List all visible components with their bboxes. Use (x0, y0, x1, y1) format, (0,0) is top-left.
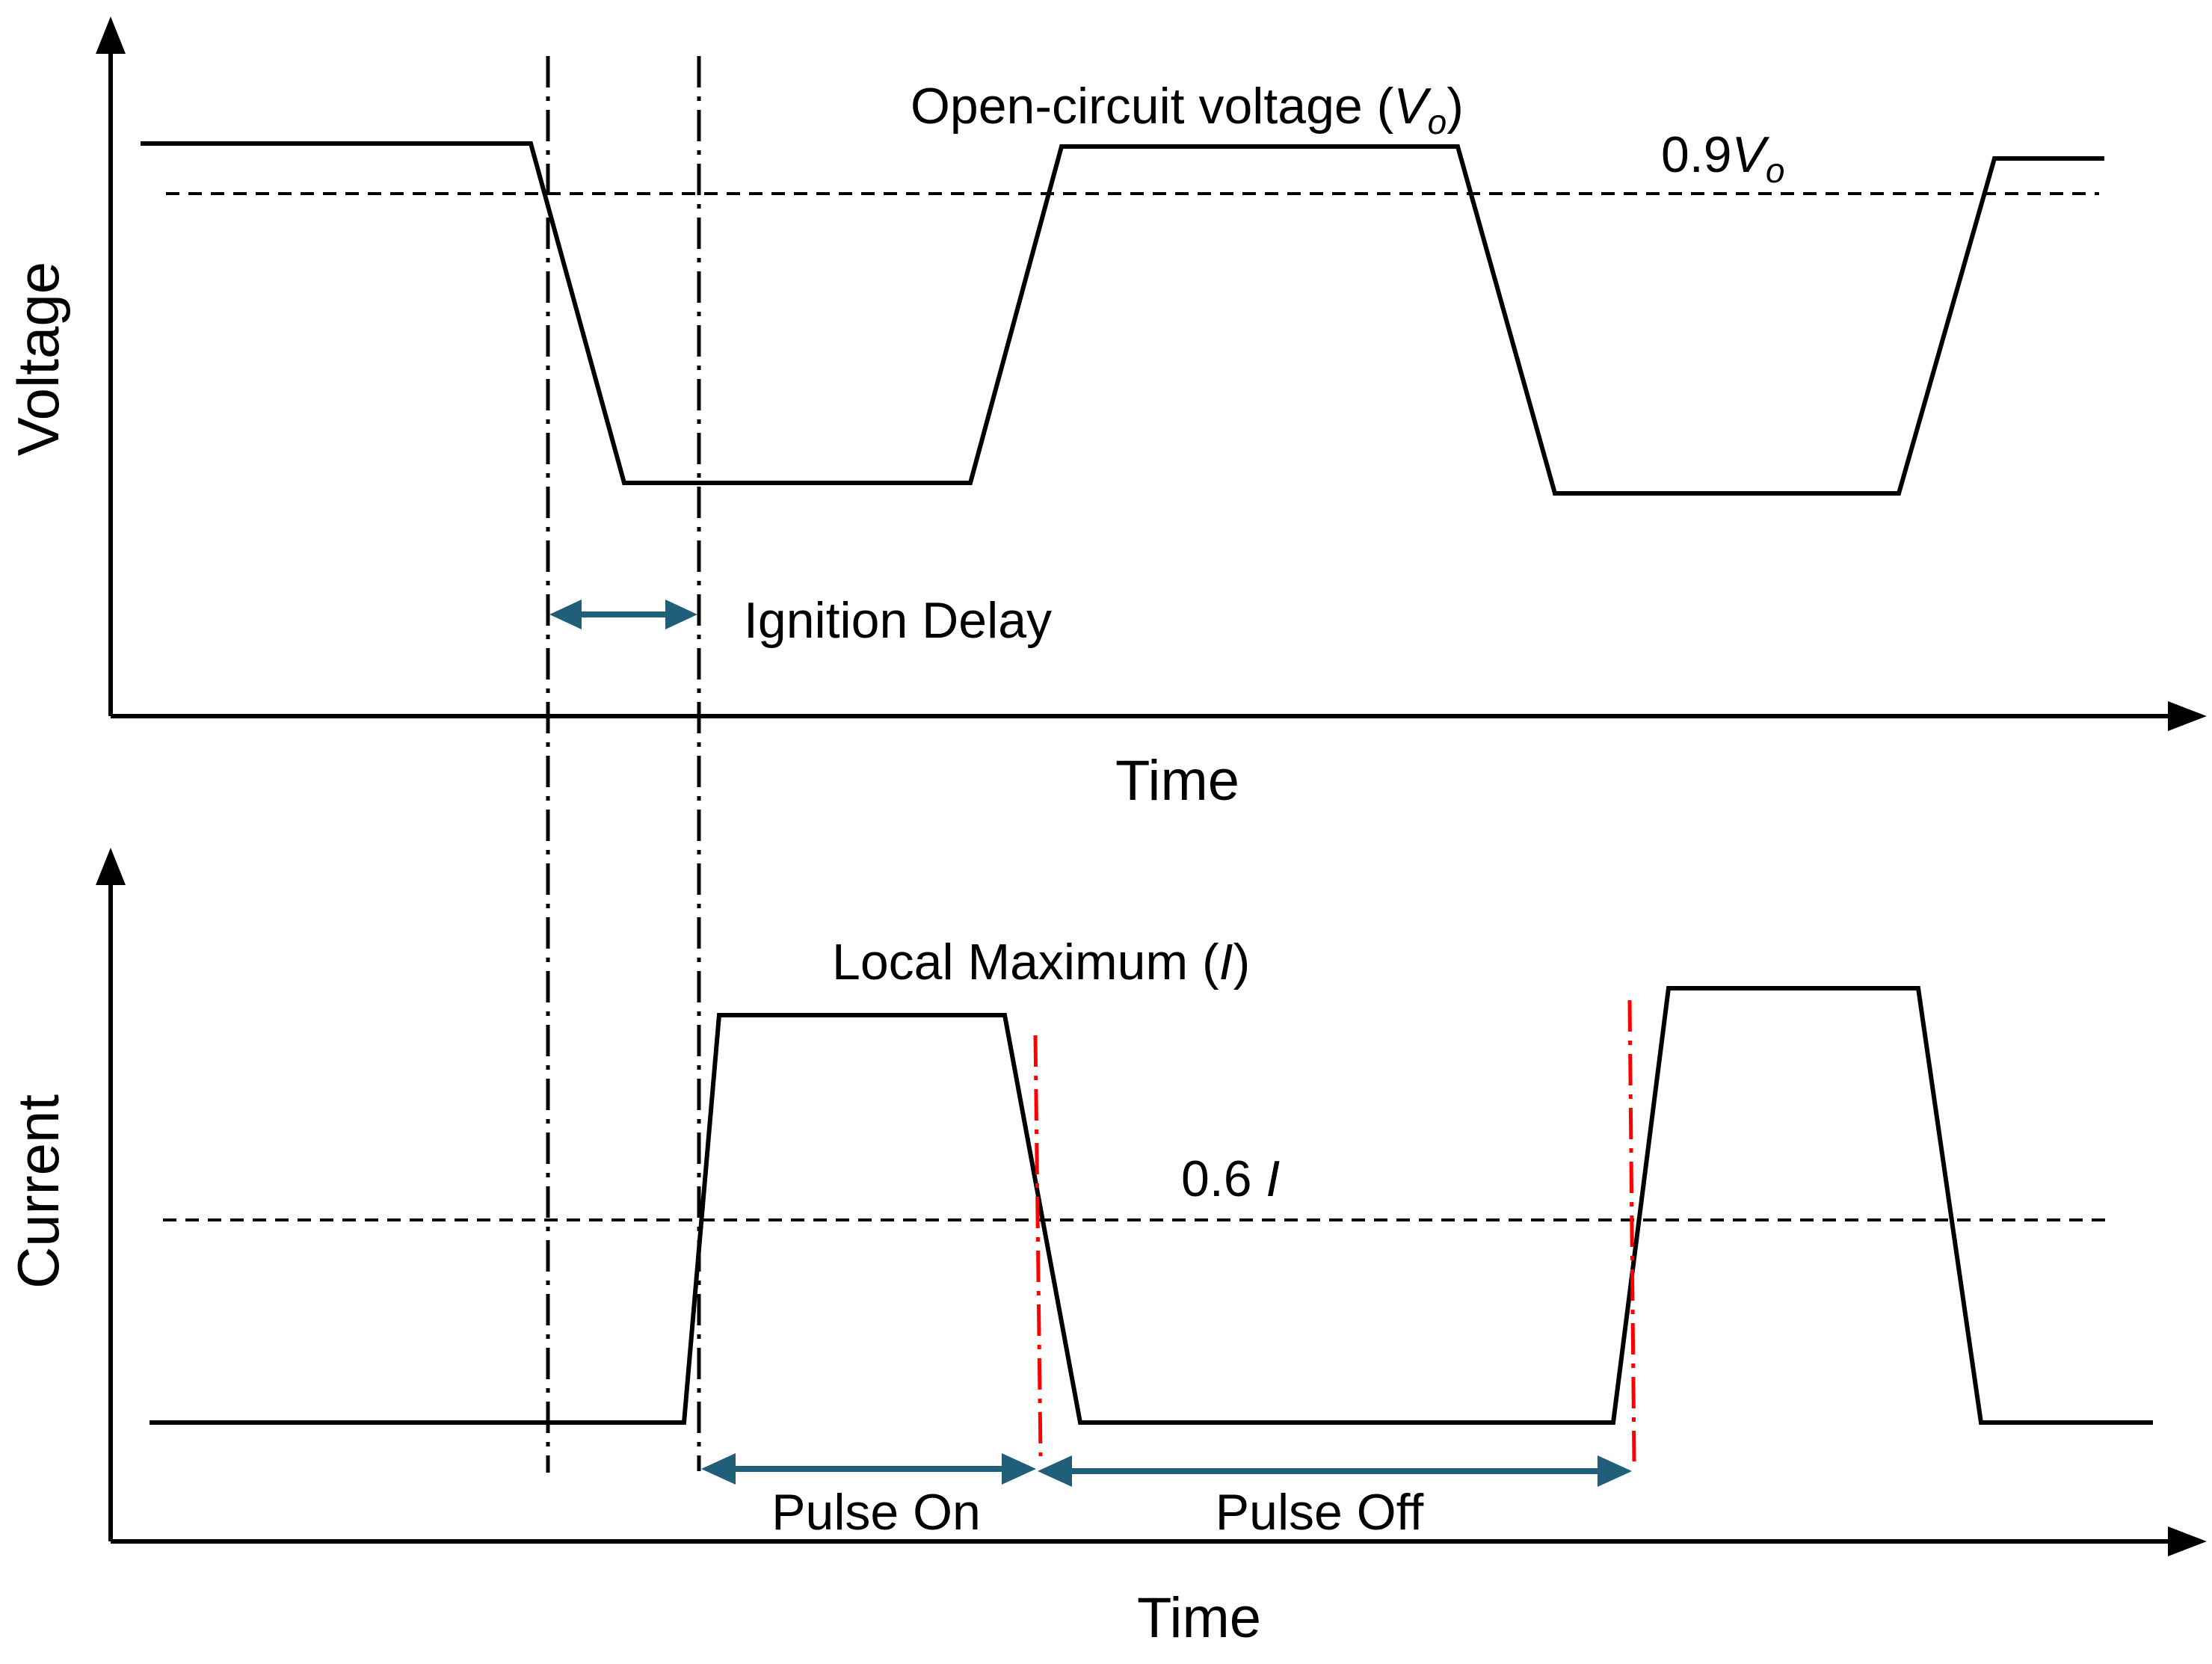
local-maximum-label: Local Maximum (I) (832, 934, 1250, 990)
voltage-waveform (141, 141, 2104, 496)
pulse-on-label: Pulse On (771, 1484, 981, 1541)
ignition-delay-label: Ignition Delay (744, 592, 1052, 649)
pulse-on-arrow (701, 1453, 1036, 1485)
voltage-x-axis-label: Time (1115, 749, 1239, 813)
pulse-on-arrowhead-right (1002, 1453, 1036, 1485)
open-circuit-voltage-label: Open-circuit voltage (Vo) (911, 78, 1464, 141)
current-x-axis-arrowhead (2168, 1526, 2207, 1556)
current-y-axis-label: Current (5, 1094, 71, 1289)
voltage-threshold-label: 0.9Vo (1661, 126, 1784, 190)
current-y-axis-arrowhead (96, 848, 126, 885)
current-waveform (150, 986, 2153, 1425)
ignition-delay-arrowhead-right (665, 600, 697, 629)
pulse-off-arrowhead-left (1038, 1455, 1072, 1487)
current-threshold-label: 0.6 I (1181, 1150, 1280, 1207)
pulse-on-arrowhead-left (701, 1453, 736, 1485)
ignition-delay-arrow (549, 600, 697, 629)
current-x-axis-label: Time (1137, 1586, 1261, 1650)
voltage-y-axis-label: Voltage (5, 262, 71, 456)
pulse-off-label: Pulse Off (1216, 1484, 1424, 1541)
voltage-panel: Open-circuit voltage (Vo) 0.9Vo Ignition… (5, 16, 2207, 813)
voltage-x-axis-arrowhead (2168, 701, 2207, 731)
pulse-off-arrow (1038, 1455, 1632, 1487)
pulse-off-arrowhead-right (1598, 1455, 1632, 1487)
pulse-off-end-marker (1627, 999, 1636, 1462)
ignition-delay-arrowhead-left (549, 600, 582, 629)
voltage-y-axis-arrowhead (96, 16, 126, 54)
pulse-on-end-marker (1033, 1035, 1043, 1457)
current-panel: Local Maximum (I) 0.6 I Pulse On Pulse O… (5, 848, 2207, 1650)
timing-markers (546, 56, 1636, 1473)
